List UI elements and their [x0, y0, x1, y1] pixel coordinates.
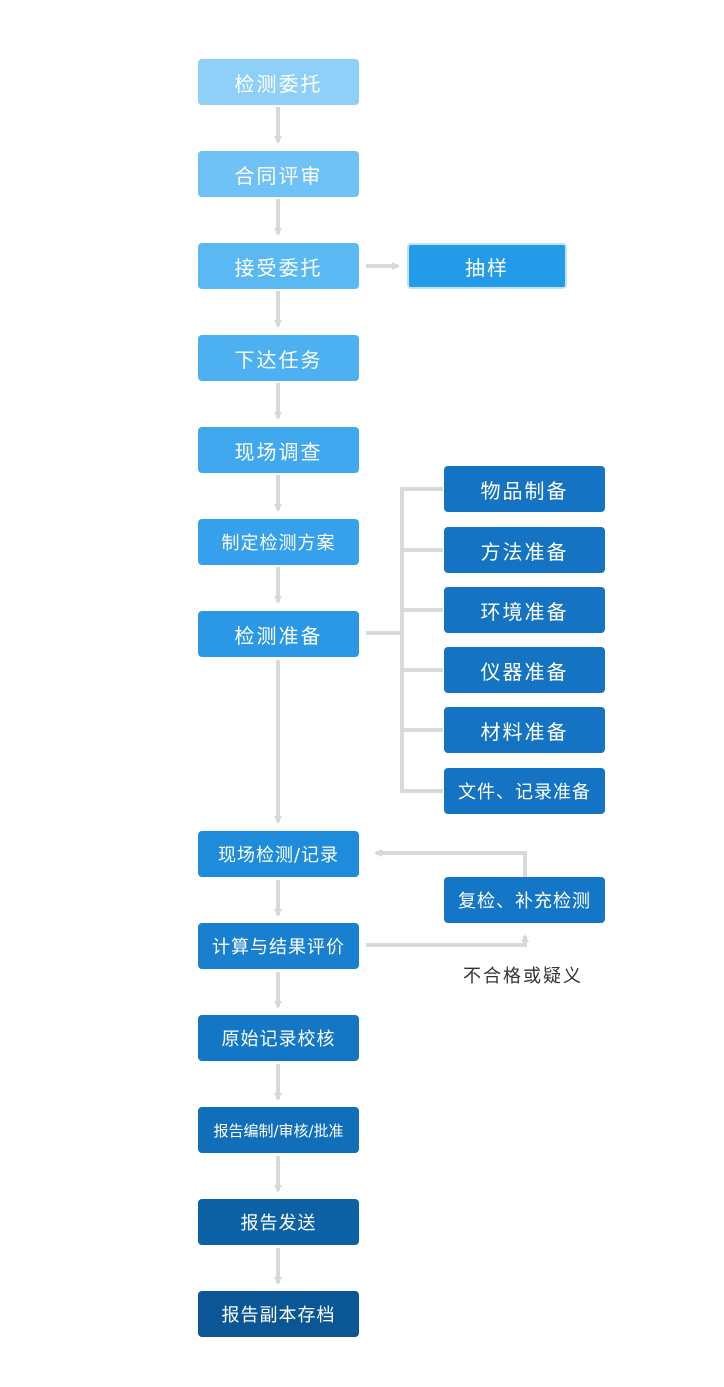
- prep-item-method[interactable]: 方法准备: [444, 527, 605, 573]
- step-contract-review[interactable]: 合同评审: [198, 151, 359, 197]
- arrow-s9-recheck: [366, 934, 529, 947]
- step-testing-preparation[interactable]: 检测准备: [198, 611, 359, 657]
- step-field-testing-record[interactable]: 现场检测/记录: [198, 831, 359, 877]
- step-report-compile-review-approve[interactable]: 报告编制/审核/批准: [198, 1107, 359, 1153]
- step-calculation-evaluation[interactable]: 计算与结果评价: [198, 923, 359, 969]
- step-original-record-check[interactable]: 原始记录校核: [198, 1015, 359, 1061]
- step-report-send[interactable]: 报告发送: [198, 1199, 359, 1245]
- step-site-investigation[interactable]: 现场调查: [198, 427, 359, 473]
- prep-item-materials-sample[interactable]: 物品制备: [444, 466, 605, 512]
- fail-or-doubt-label: 不合格或疑义: [463, 966, 583, 987]
- step-testing-commission[interactable]: 检测委托: [198, 59, 359, 105]
- prep-item-material[interactable]: 材料准备: [444, 707, 605, 753]
- step-recheck-supplementary[interactable]: 复检、补充检测: [444, 877, 605, 923]
- prep-item-environment[interactable]: 环境准备: [444, 587, 605, 633]
- prep-item-instrument[interactable]: 仪器准备: [444, 647, 605, 693]
- step-accept-commission[interactable]: 接受委托: [198, 243, 359, 289]
- step-assign-task[interactable]: 下达任务: [198, 335, 359, 381]
- step-testing-plan[interactable]: 制定检测方案: [198, 519, 359, 565]
- step-report-archive[interactable]: 报告副本存档: [198, 1291, 359, 1337]
- prep-item-documents-records[interactable]: 文件、记录准备: [444, 768, 605, 814]
- arrow-recheck-s8: [374, 849, 527, 877]
- step-sampling[interactable]: 抽样: [407, 243, 567, 289]
